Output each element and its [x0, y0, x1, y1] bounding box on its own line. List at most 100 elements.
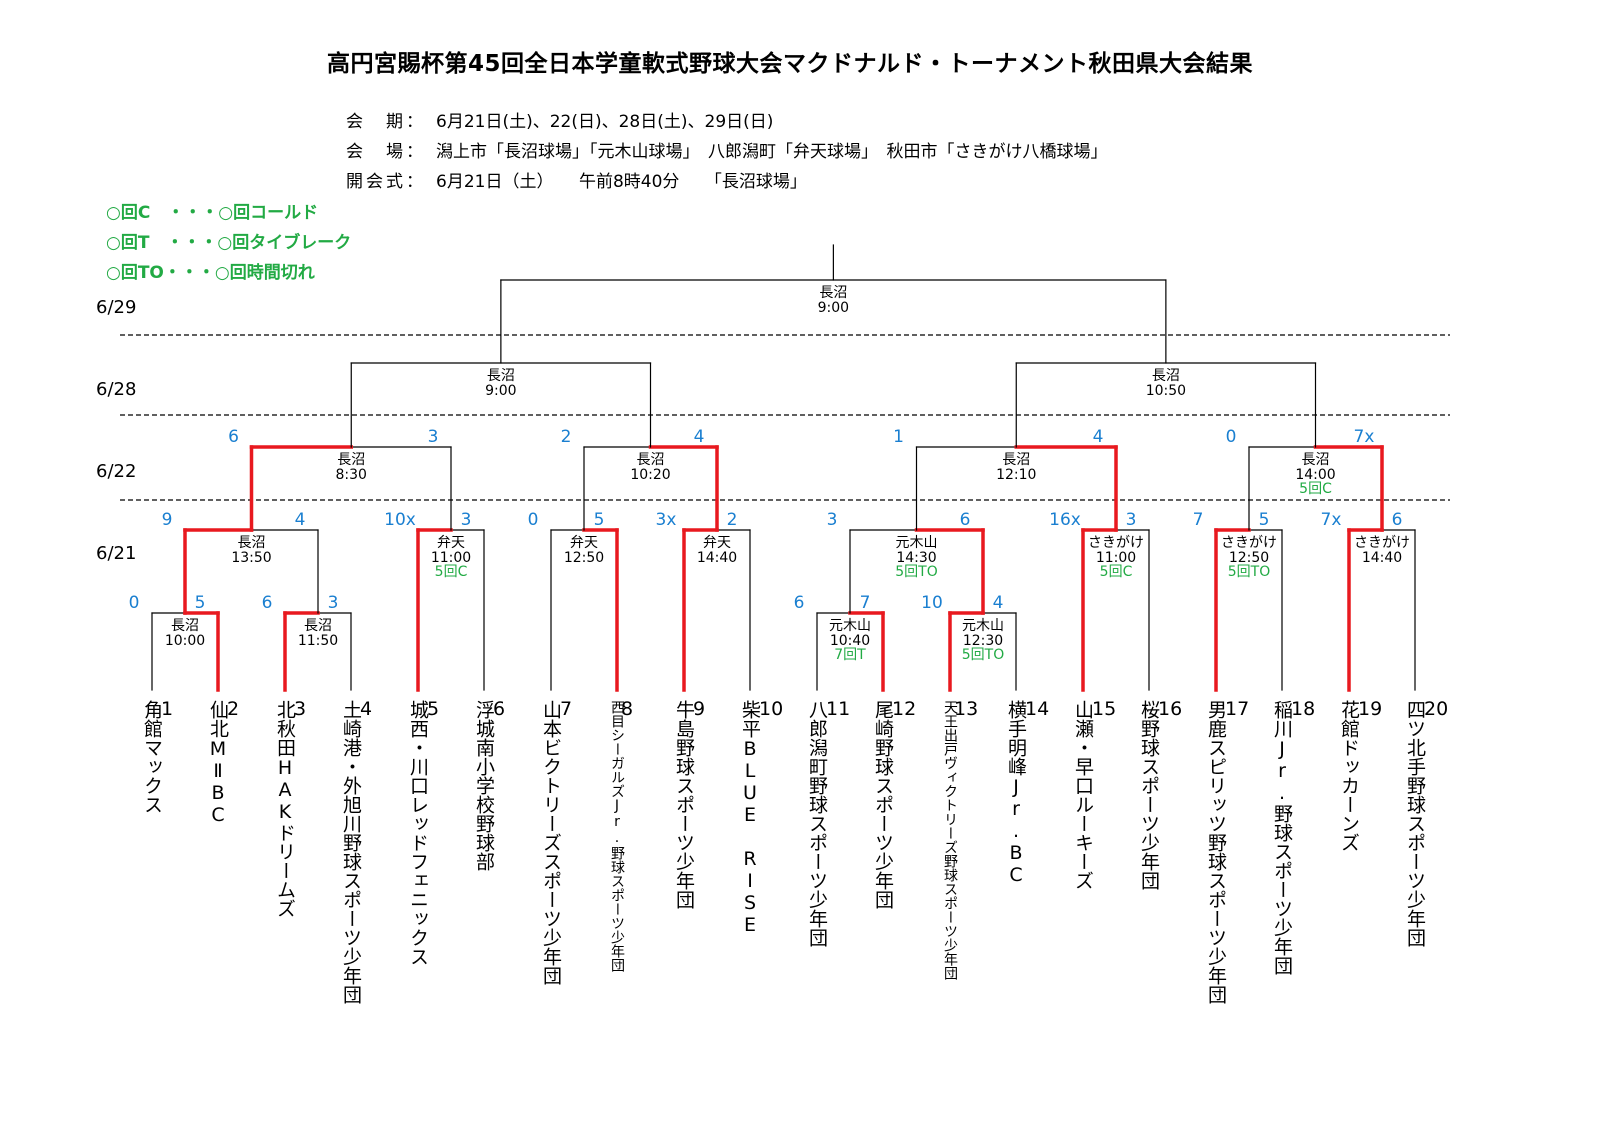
score-left: 6	[794, 593, 805, 613]
team-name: 山本ビクトリーズスポーツ少年団	[540, 700, 562, 985]
score-right: 6	[1392, 510, 1403, 530]
team-name: 八郎潟町野球スポーツ少年団	[806, 700, 828, 947]
match-time: 12:50	[564, 550, 604, 566]
team-number: 18	[1291, 698, 1316, 720]
score-left: 3	[827, 510, 838, 530]
match-time: 14:40	[1362, 550, 1402, 566]
team-name: 男鹿スピリッツ野球スポーツ少年団	[1205, 700, 1227, 1004]
score-left: 1	[893, 427, 904, 447]
page-title: 高円宮賜杯第45回全日本学童軟式野球大会マクドナルド・トーナメント秋田県大会結果	[326, 51, 1253, 77]
score-right: 3	[328, 593, 339, 613]
date-label-semifinal: 6/28	[96, 379, 136, 400]
team-name: 花館ドッカーンズ	[1338, 700, 1360, 852]
match-time: 14:40	[697, 550, 737, 566]
score-left: 6	[262, 593, 273, 613]
score-left: 7	[1193, 510, 1204, 530]
score-right: 4	[694, 427, 705, 447]
team-number: 9	[693, 698, 706, 720]
score-right: 5	[1259, 510, 1270, 530]
score-right: 7	[860, 593, 871, 613]
match-time: 11:00	[431, 550, 471, 566]
match-venue: さきがけ	[1354, 535, 1410, 551]
info-opening: 開会式： 6月21日（土） 午前8時40分 「長沼球場」	[346, 167, 807, 192]
info-venue-label: 会 場：	[346, 142, 426, 162]
score-left: 0	[528, 510, 539, 530]
date-label-final: 6/29	[96, 297, 136, 318]
match-venue: 長沼	[1302, 452, 1330, 468]
match-time: 13:50	[231, 550, 271, 566]
score-left: 10x	[384, 510, 416, 530]
match-venue: 長沼	[337, 452, 365, 468]
team-number: 17	[1225, 698, 1250, 720]
team-number: 8	[621, 698, 634, 720]
score-left: 9	[162, 510, 173, 530]
team-number: 14	[1025, 698, 1050, 720]
match-note: 5回TO	[1228, 564, 1270, 580]
team-number: 19	[1358, 698, 1383, 720]
match-time: 14:30	[896, 550, 936, 566]
match-time: 11:50	[298, 633, 338, 649]
match-time: 10:00	[165, 633, 205, 649]
score-right: 3	[461, 510, 472, 530]
match-venue: 長沼	[304, 618, 332, 634]
team-name: 柴平BLUE RISE	[739, 700, 761, 936]
info-opening-value: 6月21日（土） 午前8時40分 「長沼球場」	[436, 172, 807, 192]
info-venue-value: 潟上市「長沼球場」「元木山球場」 八郎潟町「弁天球場」 秋田市「さきがけ八橋球場…	[436, 142, 1108, 162]
match-venue: 長沼	[238, 535, 266, 551]
team-number: 12	[892, 698, 917, 720]
match-venue: 長沼	[1002, 452, 1030, 468]
team-number: 4	[360, 698, 373, 720]
legend-tiebreak: ○回T ・・・○回タイブレーク	[106, 233, 352, 253]
team-name: 稲川Jr.野球スポーツ少年団	[1271, 700, 1293, 975]
team-name: 桜野球スポーツ少年団	[1138, 700, 1160, 890]
match-note: 5回C	[1299, 481, 1332, 497]
team-number: 16	[1158, 698, 1183, 720]
team-number: 2	[227, 698, 240, 720]
team-name: 角館マックス	[141, 700, 163, 814]
info-period: 会 期：6月21日(土)、22(日)、28日(土)、29日(日)	[346, 107, 773, 132]
info-opening-label: 開会式：	[346, 172, 426, 192]
score-left: 10	[921, 593, 943, 613]
score-right: 3	[428, 427, 439, 447]
score-right: 5	[594, 510, 605, 530]
match-time: 10:50	[1146, 383, 1186, 399]
match-time: 12:50	[1229, 550, 1269, 566]
match-venue: 元木山	[962, 618, 1004, 634]
score-right: 4	[993, 593, 1004, 613]
team-number: 10	[759, 698, 784, 720]
match-venue: さきがけ	[1088, 535, 1144, 551]
score-left: 2	[561, 427, 572, 447]
team-number: 7	[560, 698, 573, 720]
score-right: 4	[295, 510, 306, 530]
team-number: 6	[493, 698, 506, 720]
team-name: 牛島野球スポーツ少年団	[673, 700, 695, 909]
match-time: 12:10	[996, 467, 1036, 483]
score-right: 4	[1093, 427, 1104, 447]
match-time: 14:00	[1295, 467, 1335, 483]
score-left: 6	[228, 427, 239, 447]
match-note: 5回TO	[962, 647, 1004, 663]
match-venue: さきがけ	[1221, 535, 1277, 551]
match-time: 9:00	[485, 383, 516, 399]
team-name: 仙北MⅡBC	[207, 700, 229, 826]
team-name: 天王出戸ヴィクトリーズ野球スポーツ少年団	[942, 700, 958, 980]
match-venue: 弁天	[437, 535, 465, 551]
match-note: 5回C	[435, 564, 468, 580]
match-time: 10:40	[830, 633, 870, 649]
match-note: 7回T	[834, 647, 866, 663]
match-venue: 元木山	[896, 535, 938, 551]
date-label-quarterfinal: 6/22	[96, 461, 136, 482]
